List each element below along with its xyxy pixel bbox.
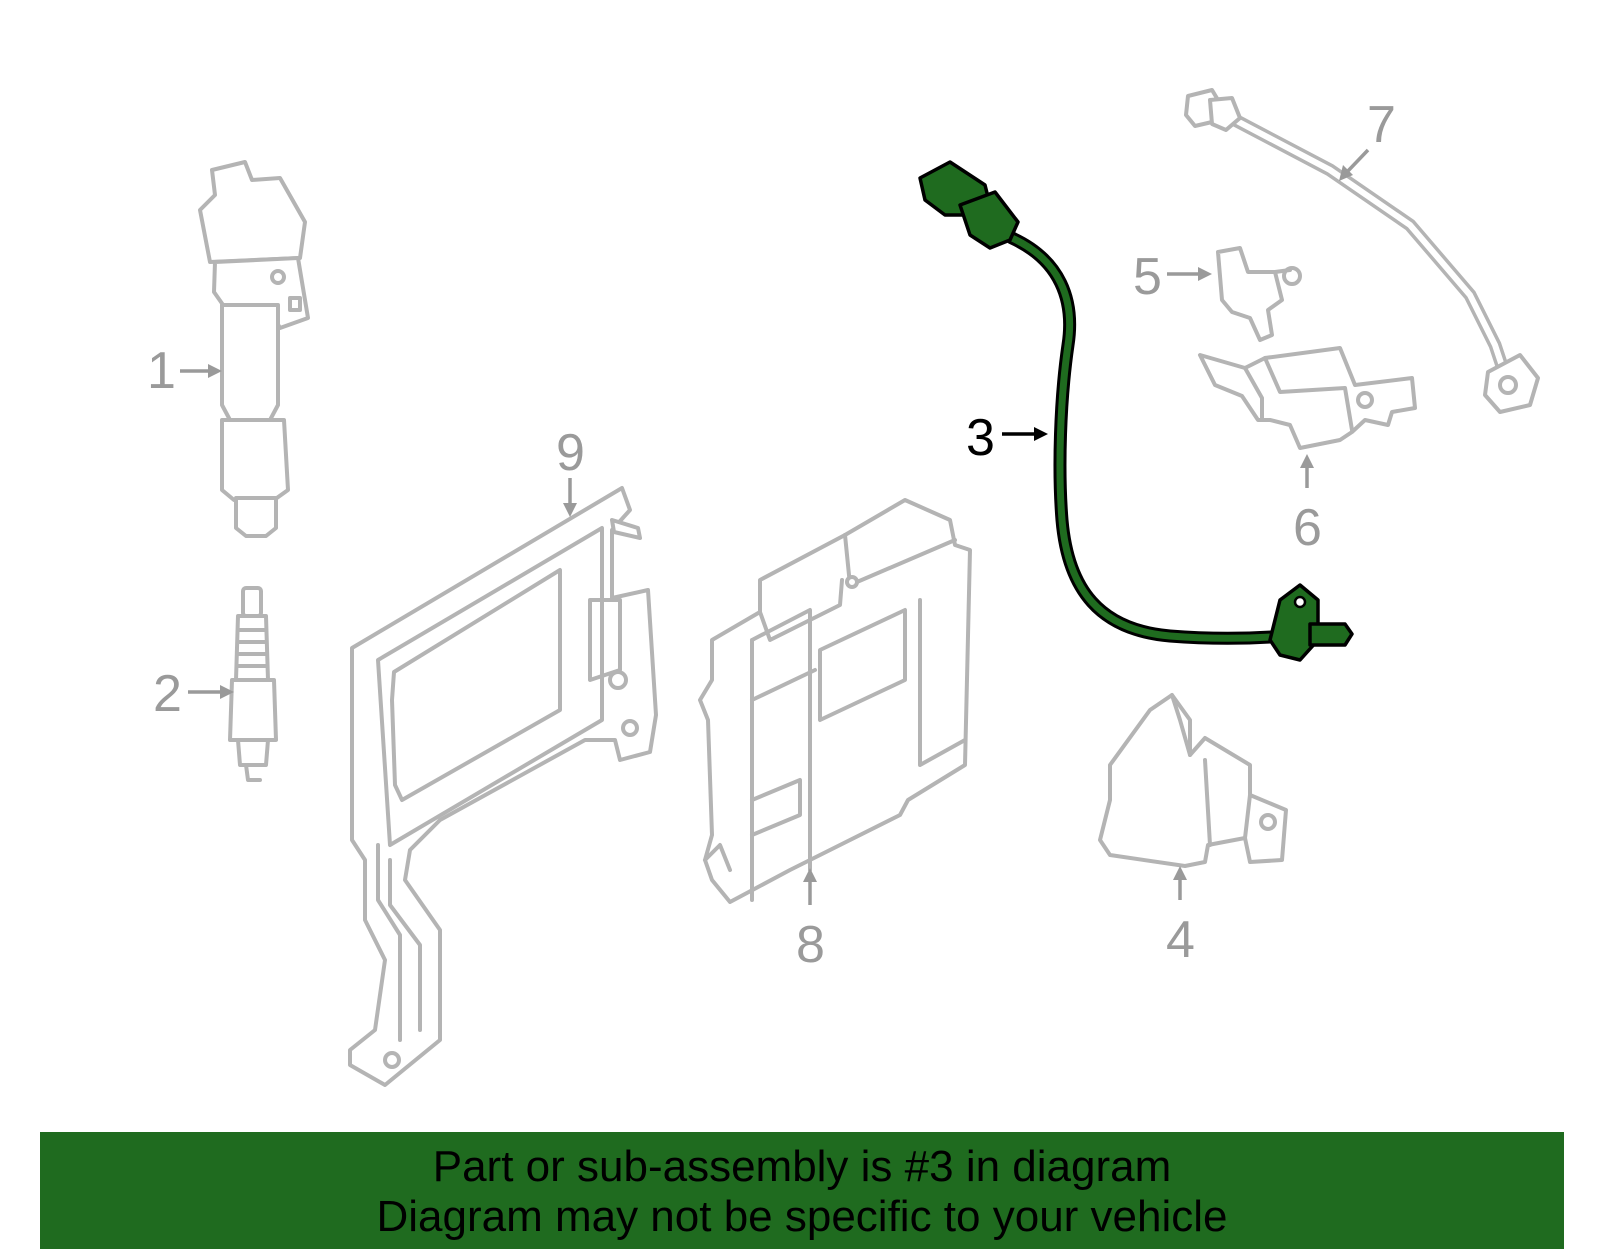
callout-9: 9 xyxy=(556,424,585,517)
callout-4: 4 xyxy=(1166,866,1195,969)
part-5-sensor[interactable] xyxy=(1216,246,1302,342)
callout-3: 3 xyxy=(966,409,1048,467)
svg-text:5: 5 xyxy=(1133,248,1162,306)
part-8-ecu[interactable] xyxy=(698,498,972,904)
svg-text:6: 6 xyxy=(1293,499,1322,557)
callout-8: 8 xyxy=(796,868,825,974)
svg-text:9: 9 xyxy=(556,424,585,482)
callout-7: 7 xyxy=(1339,96,1396,181)
part-4-shield[interactable] xyxy=(1098,693,1288,868)
callout-6: 6 xyxy=(1293,454,1322,557)
banner-line-1: Part or sub-assembly is #3 in diagram xyxy=(432,1142,1172,1191)
svg-text:4: 4 xyxy=(1166,911,1195,969)
part-7-knock-sensor[interactable] xyxy=(1184,88,1540,414)
banner-line-2: Diagram may not be specific to your vehi… xyxy=(376,1192,1228,1241)
svg-text:1: 1 xyxy=(147,342,176,400)
svg-text:8: 8 xyxy=(796,916,825,974)
info-banner: Part or sub-assembly is #3 in diagram Di… xyxy=(40,1132,1564,1249)
svg-text:3: 3 xyxy=(966,409,995,467)
svg-text:2: 2 xyxy=(153,665,182,723)
callout-1: 1 xyxy=(147,342,222,400)
part-1-ignition-coil[interactable] xyxy=(198,160,310,538)
part-9-ecu-bracket[interactable] xyxy=(348,486,658,1087)
part-3-position-sensor[interactable] xyxy=(918,160,1354,662)
callout-5: 5 xyxy=(1133,248,1212,306)
part-6-bracket[interactable] xyxy=(1198,346,1417,450)
svg-text:7: 7 xyxy=(1367,96,1396,154)
part-2-spark-plug[interactable] xyxy=(228,586,278,782)
callout-2: 2 xyxy=(153,665,234,723)
